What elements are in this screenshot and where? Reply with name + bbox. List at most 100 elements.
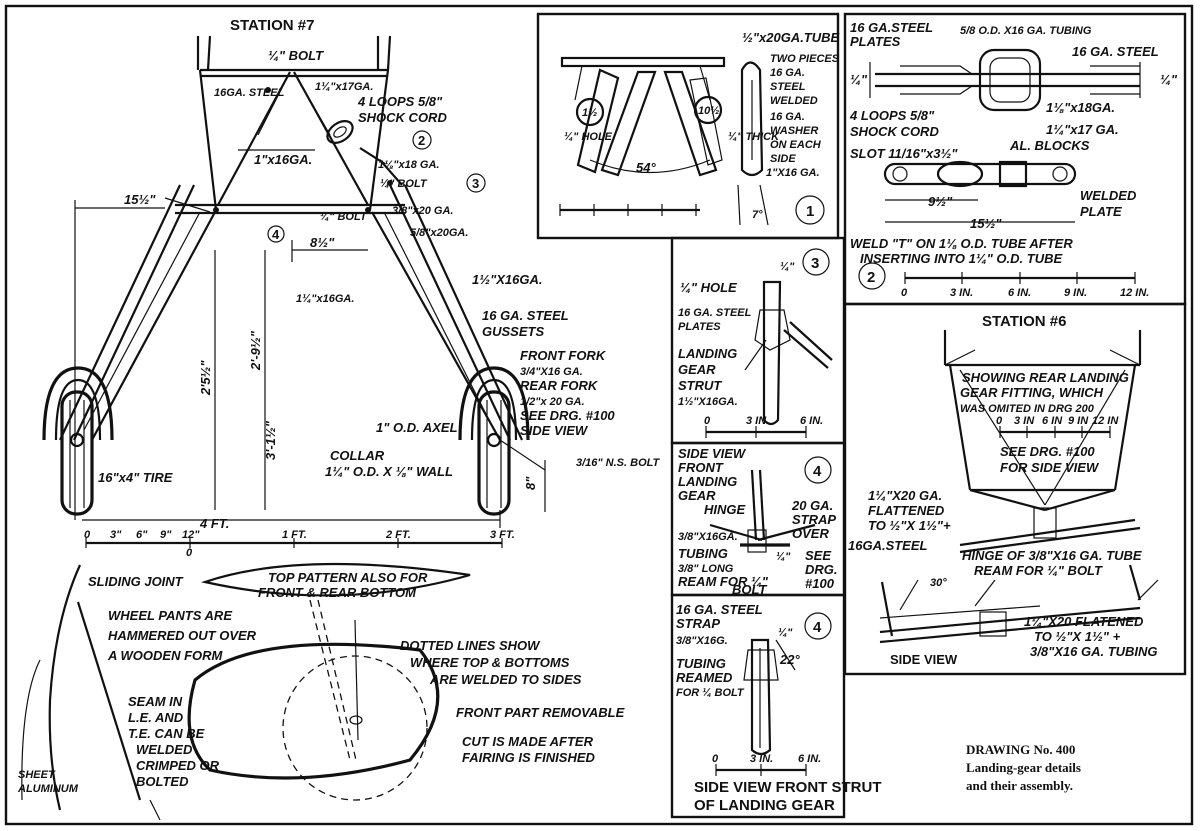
s6-flat2-2: TO ½"X 1½" + [1034,629,1121,644]
dim-15-5: 15½" [124,192,156,207]
d3-plates-2: PLATES [678,321,721,333]
detail2-labels: 16 GA.STEEL PLATES 5/8 O.D. X16 GA. TUBI… [849,20,1178,299]
d2-welded-1: WELDED [1080,188,1137,203]
d2-dim-9-5: 9½" [928,194,953,209]
collar-label-1: COLLAR [330,448,385,463]
ns-bolt-label: 3/16" N.S. BOLT [576,457,661,469]
shock-loops-label-1: 4 LOOPS 5/8" [357,94,443,109]
d3-hole: ¼" HOLE [680,280,737,295]
s6-note-2: GEAR FITTING, WHICH [960,385,1104,400]
dim-2-9-5: 2'-9½" [248,330,263,371]
circle-3-callout [466,173,486,193]
d4a-side-2: FRONT [678,460,724,475]
d4b-caption-2: OF LANDING GEAR [694,797,835,814]
detail1-circle-right [693,95,723,125]
detail4a-labels: 4 SIDE VIEW FRONT LANDING GEAR HINGE 20 … [678,446,838,597]
s6-angle: 30° [930,577,947,589]
steel-label: 16GA. STEEL [214,87,285,99]
wp-pants-3: A WOODEN FORM [107,648,224,663]
detail2-number-circle [858,262,886,290]
d2-weld-note-1: WELD "T" ON 1⅛ O.D. TUBE AFTER [850,236,1073,251]
detail3-labels: 3 ¼" ¼" HOLE 16 GA. STEEL PLATES LANDING… [678,255,823,427]
axel-label: 1" O.D. AXEL [376,420,458,435]
d1-washer-1: 16 GA. [770,111,805,123]
station7-title: STATION #7 [230,17,314,34]
wp-seam-4: WELDED [136,742,193,757]
tube-label-7: 1¼"x16GA. [296,293,354,305]
s6-hinge-2: REAM FOR ¼" BOLT [974,563,1103,578]
wp-sheet-2: ALUMINUM [17,783,79,795]
d4b-tube-label: 3/8"X16G. [676,635,728,647]
detail4b-panel [670,593,846,819]
d2-loops-1: 4 LOOPS 5/8" [849,108,935,123]
detail1-circle-left [575,97,605,127]
scale-label-3in: 3" [110,529,122,541]
wp-front-removable: FRONT PART REMOVABLE [456,705,625,720]
station7-drawing [42,35,546,548]
wp-seam-6: BOLTED [136,774,189,789]
d4a-strap-3: OVER [792,526,829,541]
d4a-tubing-1: TUBING [678,546,728,561]
tube-label-1: 1¼"x17GA. [315,81,373,93]
tube-label-2: 1"x16GA. [254,152,312,167]
wp-seam-3: T.E. CAN BE [128,726,205,741]
s6-steel: 16GA.STEEL [848,538,928,553]
front-fork-size: 3/4"X16 GA. [520,366,583,378]
d4a-tube-label: 3/8"X16GA. [678,531,738,543]
dim-8: 8" [523,476,538,490]
detail3-number-circle [802,248,830,276]
s6-scale-12: 12 IN [1092,415,1119,427]
station6-panel [843,302,1187,676]
s6-scale-9: 9 IN [1068,415,1089,427]
scale-label-0: 0 [84,529,91,541]
dim-8-5: 8½" [310,235,335,250]
drawing-caption: DRAWING No. 400 Landing-gear details and… [966,742,1081,793]
d4a-tubing-3: REAM FOR ¼" [678,574,769,589]
d1-tube-1x16: 1"X16 GA. [766,167,820,179]
station6-drawing [879,330,1159,644]
dim-4ft: 4 FT. [199,516,229,531]
scale-label-3ft: 3 FT. [490,529,515,541]
d4a-strap-1: 20 GA. [791,498,833,513]
tube-label-4: 3/8"x20 GA. [392,205,453,217]
d2-al-blocks: AL. BLOCKS [1009,138,1090,153]
detail4b-drawing [715,612,832,776]
d1-washer-3: ON EACH [770,139,822,151]
d4b-caption-1: SIDE VIEW FRONT STRUT [694,779,882,796]
shock-loops-label-2: SHOCK CORD [358,110,447,125]
d2-quarter-left: ¼" [850,72,868,87]
d2-slot: SLOT 11/16"x3½" [850,146,958,161]
detail1-drawing [559,56,825,226]
circle-4-number: 4 [272,227,280,242]
d4a-side-3: LANDING [678,474,737,489]
wp-sliding: SLIDING JOINT [88,574,184,589]
d2-welded-2: PLATE [1080,204,1122,219]
caption-drawing: DRAWING No. 400 [966,742,1075,757]
d2-tube-2: 1¼"x17 GA. [1046,122,1119,137]
detail3-drawing [705,248,833,438]
s6-scale-0: 0 [996,415,1003,427]
d2-scale-6: 6 IN. [1008,287,1031,299]
detail1-labels: ½"x20GA.TUBE TWO PIECES 16 GA. STEEL WEL… [564,30,840,221]
bolt-quarter-label: ¼" BOLT [380,178,428,190]
dim-3-1-5: 3'-1½" [263,420,278,460]
detail4a-drawing [709,456,832,553]
d4b-number: 4 [813,619,822,636]
s6-scale-6: 6 IN [1042,415,1063,427]
see-drg-label-1: SEE DRG. #100 [520,408,615,423]
s6-flat-2: FLATTENED [868,503,945,518]
d1-hole: ¼" HOLE [564,131,613,143]
d1-thick: ¼" THICK [728,131,780,143]
d4b-tubing-2: REAMED [676,670,733,685]
wp-pants-2: HAMMERED OUT OVER [108,628,257,643]
d2-scale-3: 3 IN. [950,287,973,299]
d1-welded-1: 16 GA. [770,67,805,79]
d3-number: 3 [811,255,819,272]
d3-scale-6: 6 IN. [800,415,823,427]
d4a-tubing-2: 3/8" LONG [678,563,734,575]
wp-seam-1: SEAM IN [128,694,183,709]
d3-quarter: ¼" [780,261,795,273]
d2-scale-9: 9 IN. [1064,287,1087,299]
d2-quarter-right: ¼" [1160,72,1178,87]
wp-dotted-1: DOTTED LINES SHOW [400,638,541,653]
